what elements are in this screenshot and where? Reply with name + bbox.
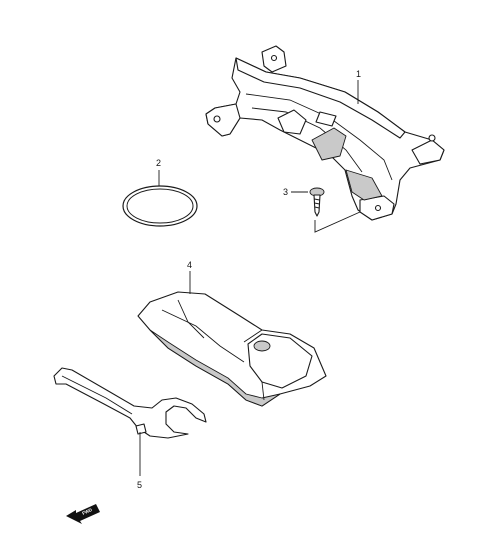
bracket-assembly-icon bbox=[205, 45, 445, 221]
o-ring-icon bbox=[122, 185, 198, 227]
callout-part-2: 2 bbox=[156, 158, 161, 186]
callout-part-1: 1 bbox=[356, 69, 361, 104]
callout-label-3: 3 bbox=[283, 187, 288, 197]
callout-label-2: 2 bbox=[156, 158, 161, 168]
callout-label-5: 5 bbox=[137, 480, 142, 490]
screw-icon bbox=[309, 187, 325, 217]
spanner-wrench-icon bbox=[53, 367, 207, 439]
fwd-label: FWD bbox=[81, 507, 93, 516]
forward-arrow-icon: FWD bbox=[66, 504, 100, 524]
callout-part-3: 3 bbox=[283, 187, 361, 233]
callout-label-4: 4 bbox=[187, 260, 192, 270]
callout-part-4: 4 bbox=[187, 260, 192, 294]
callout-label-1: 1 bbox=[356, 69, 361, 79]
tool-bag-icon bbox=[137, 291, 327, 407]
callout-part-5: 5 bbox=[137, 432, 142, 490]
